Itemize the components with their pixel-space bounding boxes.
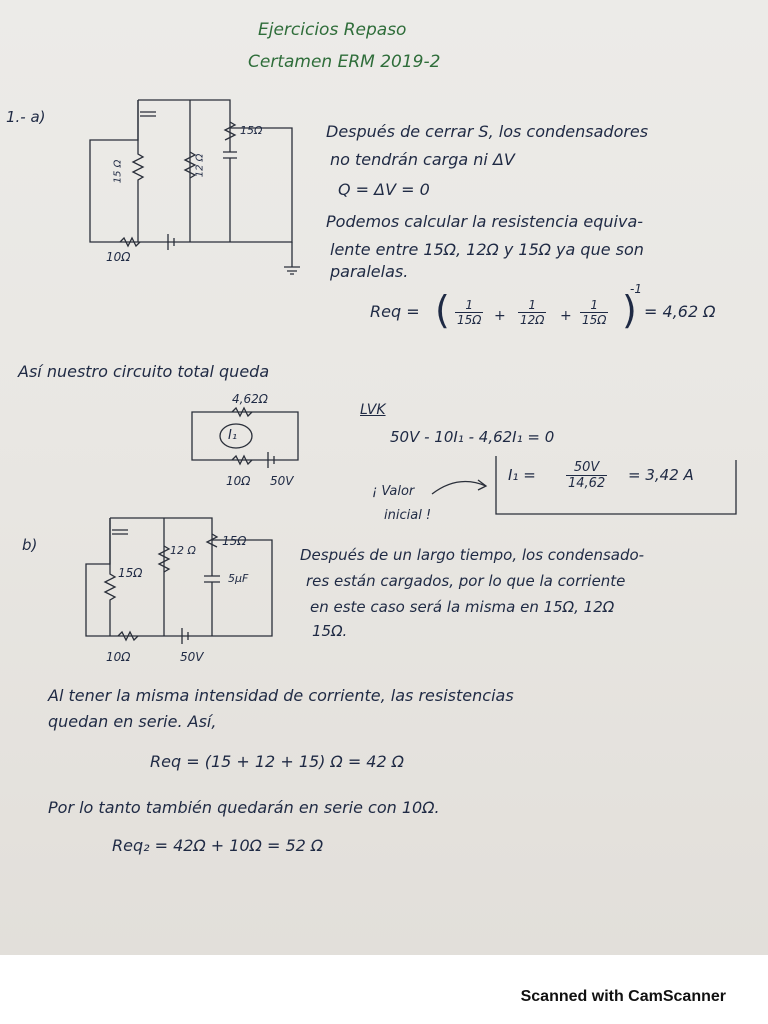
part-a-line-1: Después de cerrar S, los condensadores [326,122,649,141]
circuit-a-r-bottom: 10Ω [106,250,131,264]
req-label: Req = [370,302,420,321]
part-b-line-4: 15Ω. [312,622,348,640]
i1-num: 50V [566,460,608,476]
req-plus-1: + [494,308,506,324]
lvk-title: LVK [360,402,386,418]
req-result: = 4,62 Ω [644,302,716,321]
notebook-page [0,0,768,955]
req2-equation: Req₂ = 42Ω + 10Ω = 52 Ω [112,836,324,855]
initial-value-note-1: ¡ Valor [372,484,415,499]
part-a-line-2: no tendrán carga ni ΔV [330,150,515,169]
circuit-a-r-left: 15 Ω [112,159,124,184]
part-b-line-1: Después de un largo tiempo, los condensa… [300,546,645,564]
req-open-paren: ( [435,288,450,332]
req-frac-3-den: 15Ω [582,313,607,327]
circuit-b-source: 50V [180,650,204,664]
req-frac-1-den: 15Ω [457,313,482,327]
i1-label: I₁ = [508,466,536,484]
part-b-label: b) [22,536,38,554]
total-circuit-text: Así nuestro circuito total queda [18,362,270,381]
req-series-equation: Req = (15 + 12 + 15) Ω = 42 Ω [150,752,404,771]
part-b-line-2: res están cargados, por lo que la corrie… [306,572,626,590]
page-subtitle: Certamen ERM 2019-2 [248,52,441,72]
part-b-text2-line-1: Al tener la misma intensidad de corrient… [48,686,514,705]
circuit-b-r-bottom: 10Ω [106,650,131,664]
circuit-a-diagram [89,99,300,275]
circuit-b-diagram [85,517,273,644]
req-exponent: -1 [630,282,642,296]
req-frac-2-den: 12Ω [520,313,545,327]
i1-den: 14,62 [568,476,606,491]
req-frac-2-num: 1 [518,298,547,313]
part-a-line-6: paralelas. [330,262,409,281]
circuit-b-r-left: 15Ω [118,566,143,580]
arrow-icon [431,479,488,495]
circuit-a-r-mid: 12 Ω [194,153,206,178]
req-close-paren: ) [622,288,637,332]
circuit-a-r-top-right: 15Ω [240,124,263,137]
part-b-text3: Por lo tanto también quedarán en serie c… [48,798,440,817]
circuit-a2-current: I₁ [228,428,238,443]
circuit-a2-source: 50V [270,474,294,488]
circuit-b-r-top-right: 15Ω [222,534,247,548]
circuit-b-r-mid: 12 Ω [170,544,196,557]
result-box [495,456,737,515]
circuit-a2-r-top: 4,62Ω [232,392,268,406]
page-title: Ejercicios Repaso [258,20,407,40]
part-a-label: 1.- a) [6,108,46,126]
req-plus-2: + [560,308,572,324]
initial-value-note-2: inicial ! [384,508,432,523]
circuit-a2-diagram [191,406,299,468]
part-a-line-4: Podemos calcular la resistencia equiva- [326,212,644,231]
circuit-a2-r-bottom: 10Ω [226,474,251,488]
lvk-equation: 50V - 10I₁ - 4,62I₁ = 0 [390,428,555,446]
i1-result: = 3,42 A [628,466,694,484]
part-b-text2-line-2: quedan en serie. Así, [48,712,217,731]
part-b-line-3: en este caso será la misma en 15Ω, 12Ω [310,598,615,616]
circuit-b-cap: 5μF [228,572,249,585]
req-frac-3-num: 1 [580,298,609,313]
camscanner-footer: Scanned with CamScanner [520,988,726,1005]
part-a-line-3: Q = ΔV = 0 [338,180,430,199]
part-a-line-5: lente entre 15Ω, 12Ω y 15Ω ya que son [330,240,644,259]
req-frac-1-num: 1 [455,298,484,313]
